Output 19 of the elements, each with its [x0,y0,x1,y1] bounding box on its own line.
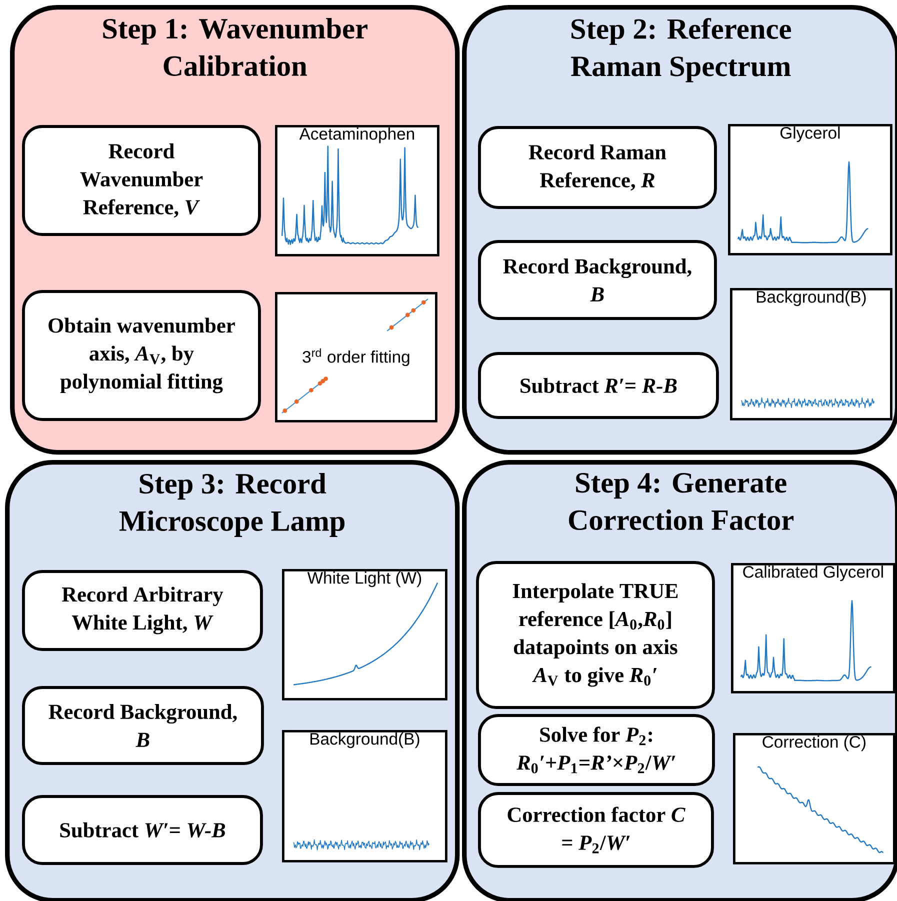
plot-frame: 3$^{rd}$ order fitting [275,292,438,422]
step-box: Solve for P$_{2}$: R$_{0}$′+P$_{1}$=R’×P$_{2}$/W′ [478,714,715,786]
plot-frame: Background(B) [282,730,448,862]
step-box: Correction factor C = P$_{2}$/W′ [478,792,714,868]
step-box: Obtain wavenumber axis, A$_{V}$, by polynomial fitting [22,290,261,421]
plot-frame: Glycerol [728,124,892,256]
step-box: Subtract R′= R-B [478,352,719,419]
step-box: Record Wavenumber Reference, V [22,125,261,236]
plot-frame: White Light (W) [282,569,448,700]
plot-frame: Acetaminophen [275,125,440,256]
step-box: Interpolate TRUE reference [A$_{0}$,R$_{0}$] datapoints on axis A$_{V}$ to give R$_{0}$′ [476,561,715,709]
step-box: Record Background, B [22,686,264,765]
plot-frame: Correction (C) [733,733,896,864]
step-box: Subtract W′= W-B [22,795,263,865]
step-box: Record Raman Reference, R [478,126,717,209]
step-box: Record Background, B [478,240,717,320]
plot-frame: Calibrated Glycerol [731,563,896,694]
step-box: Record Arbitrary White Light, W [22,570,263,651]
plot-frame: Background(B) [730,288,892,420]
